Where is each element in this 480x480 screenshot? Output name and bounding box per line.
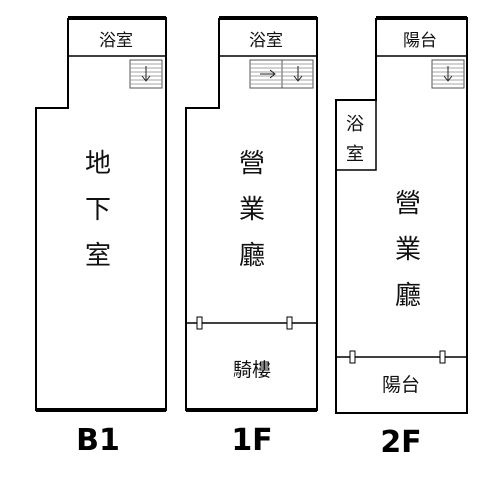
2f-bath-label-2: 室 (346, 144, 364, 165)
b1-stair-icon (129, 59, 163, 89)
2f-column-right (439, 350, 446, 364)
1f-column-left (196, 316, 203, 330)
2f-hall-label-3: 廳 (395, 281, 421, 311)
1f-floor-label: 1F (231, 423, 272, 458)
b1-basement-label-1: 地 (85, 149, 111, 179)
1f-bath-label: 浴室 (249, 31, 283, 51)
2f-stair-icon (431, 59, 465, 89)
b1-basement-label-2: 下 (85, 195, 111, 225)
2f-floor-label: 2F (380, 425, 421, 460)
1f-stair-icon (249, 59, 314, 89)
1f-hall-label-3: 廳 (239, 241, 265, 271)
1f-hall-label-2: 業 (239, 195, 265, 225)
b1-bath-label: 浴室 (99, 31, 133, 51)
plan-2f: 陽台 浴 室 營 業 廳 陽台 2F (335, 16, 468, 460)
2f-balcony-top-label: 陽台 (403, 31, 437, 51)
2f-hall-label-2: 業 (395, 235, 421, 265)
2f-bath-label-1: 浴 (346, 114, 364, 135)
2f-hall-label-1: 營 (395, 189, 421, 219)
b1-basement-label-3: 室 (85, 241, 111, 271)
1f-column-right (286, 316, 293, 330)
1f-arcade-label: 騎樓 (233, 359, 271, 381)
2f-balcony-bottom-label: 陽台 (382, 374, 420, 396)
1f-hall-label-1: 營 (239, 149, 265, 179)
2f-column-left (349, 350, 356, 364)
2f-bath-wall (336, 100, 377, 171)
plan-b1: 浴室 地 下 室 B1 (35, 16, 167, 458)
plan-1f: 浴室 營 業 廳 騎樓 1F (185, 16, 318, 458)
b1-floor-label: B1 (76, 423, 120, 458)
